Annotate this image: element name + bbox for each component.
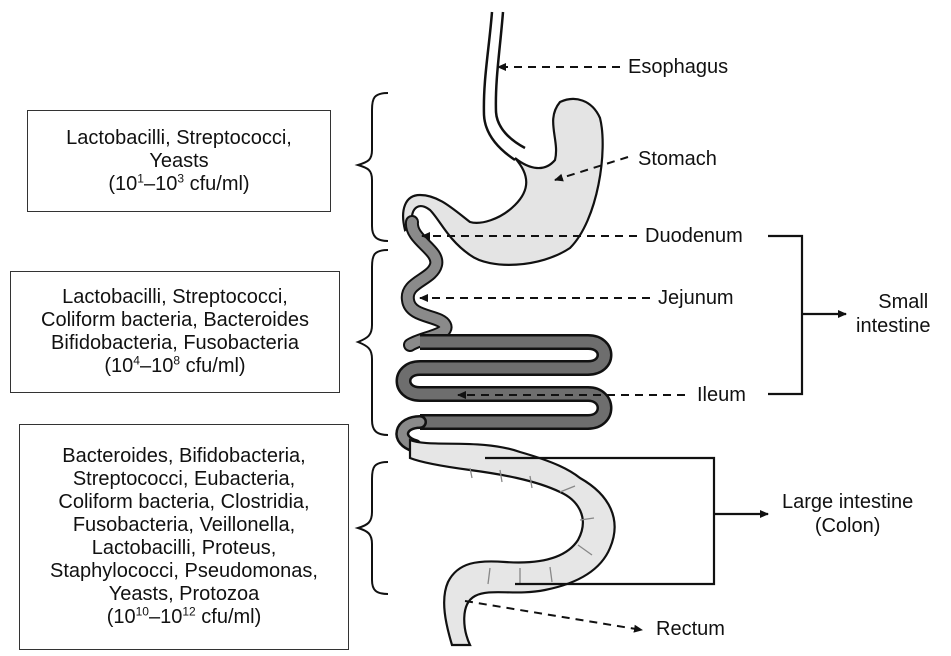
box-line: Coliform bacteria, Clostridia,	[58, 491, 309, 514]
duodenum-label: Duodenum	[645, 224, 743, 248]
esophagus-label: Esophagus	[628, 55, 728, 79]
large-intestine-microbiota-box: Bacteroides, Bifidobacteria, Streptococc…	[19, 424, 349, 650]
rectum-label: Rectum	[656, 617, 725, 641]
stomach-label: Stomach	[638, 147, 717, 171]
box-line: Yeasts	[149, 150, 208, 173]
box-line: Lactobacilli, Streptococci,	[62, 286, 288, 309]
ileum-loops-shape	[402, 342, 604, 446]
large-intestine-label: Large intestine (Colon)	[782, 490, 913, 538]
esophagus-shape	[484, 12, 525, 160]
box-line: Lactobacilli, Streptococci,	[66, 127, 292, 150]
box-line: Staphylococci, Pseudomonas,	[50, 560, 318, 583]
box-line: Fusobacteria, Veillonella,	[73, 514, 295, 537]
jejunum-label: Jejunum	[658, 286, 734, 310]
small-intestine-microbiota-box: Lactobacilli, Streptococci, Coliform bac…	[10, 271, 340, 393]
cfu-range: (1010–1012 cfu/ml)	[107, 606, 262, 629]
rectum-arrow	[465, 601, 642, 630]
box-line: Lactobacilli, Proteus,	[92, 537, 277, 560]
cfu-range: (101–103 cfu/ml)	[108, 173, 249, 196]
brace-group	[358, 93, 388, 594]
cfu-range: (104–108 cfu/ml)	[104, 355, 245, 378]
small-intestine-label: Small intestine	[856, 290, 931, 338]
colon-shape	[410, 440, 615, 645]
box-line: Yeasts, Protozoa	[109, 583, 259, 606]
small-intestine-bracket	[768, 236, 846, 394]
box-line: Bifidobacteria, Fusobacteria	[51, 332, 299, 355]
box-line: Bacteroides, Bifidobacteria,	[62, 445, 305, 468]
box-line: Coliform bacteria, Bacteroides	[41, 309, 309, 332]
box-line: Streptococci, Eubacteria,	[73, 468, 295, 491]
stomach-microbiota-box: Lactobacilli, Streptococci, Yeasts (101–…	[27, 110, 331, 212]
stomach-shape	[403, 99, 603, 265]
ileum-label: Ileum	[697, 383, 746, 407]
